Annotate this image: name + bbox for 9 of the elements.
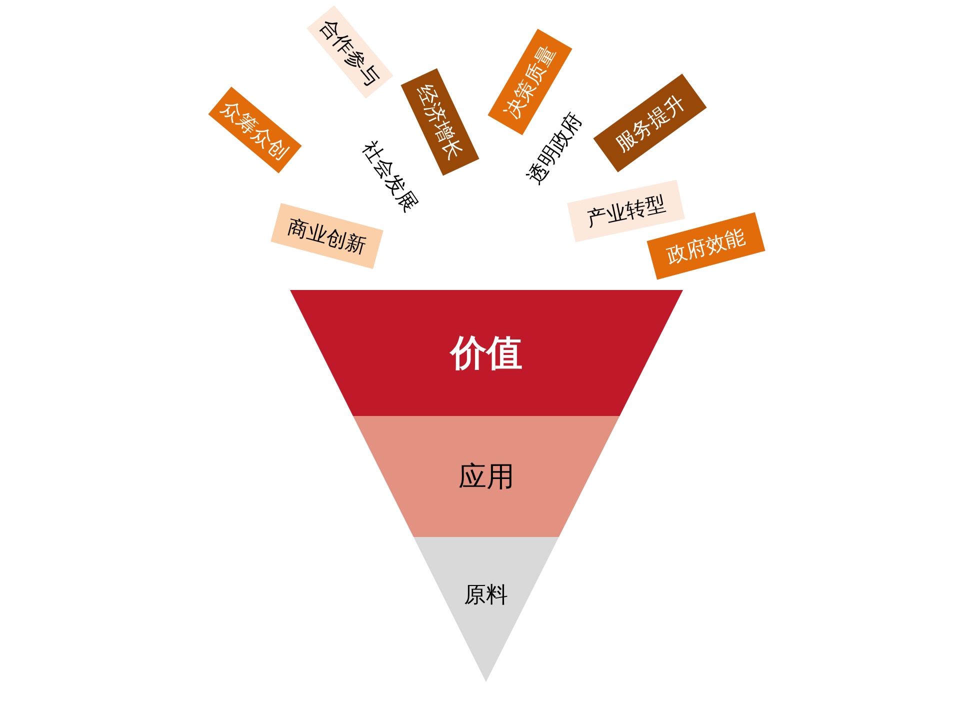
layer-label: 应用 <box>458 458 514 494</box>
layer-label: 原料 <box>464 582 508 610</box>
keyword-tag: 服务提升 <box>593 74 707 172</box>
keyword-tag: 经济增长 <box>400 68 480 176</box>
keyword-tag: 商业创新 <box>270 202 384 270</box>
layer-label: 价值 <box>450 332 522 376</box>
keyword-tag: 众筹众创 <box>208 86 302 174</box>
keyword-tag: 产业转型 <box>567 180 685 242</box>
keyword-tag: 合作参与 <box>306 5 394 99</box>
